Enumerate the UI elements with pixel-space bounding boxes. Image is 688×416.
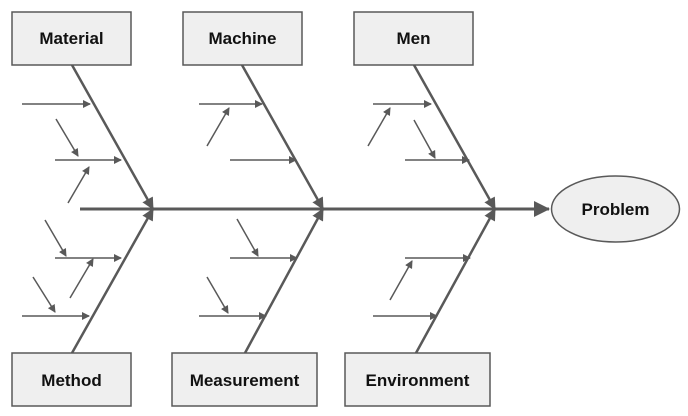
bone-men xyxy=(412,64,497,210)
subcauses-measurement xyxy=(199,218,298,320)
bone-machine xyxy=(240,64,325,210)
category-label: Men xyxy=(397,29,431,48)
category-box-method: Method xyxy=(11,352,132,407)
bone-method xyxy=(70,208,155,354)
subcauses-men xyxy=(367,100,470,164)
category-box-environment: Environment xyxy=(344,352,491,407)
bone-measurement xyxy=(243,208,325,354)
category-label: Material xyxy=(39,29,103,48)
category-box-men: Men xyxy=(353,11,474,66)
category-label: Method xyxy=(41,371,101,390)
subcauses-machine xyxy=(199,100,297,164)
subcauses-environment xyxy=(373,254,471,320)
subcauses-material xyxy=(22,100,122,204)
effect-label: Problem xyxy=(581,200,649,219)
category-box-machine: Machine xyxy=(182,11,303,66)
category-box-material: Material xyxy=(11,11,132,66)
category-label: Measurement xyxy=(190,371,300,390)
subcauses-method xyxy=(22,219,122,320)
category-box-measurement: Measurement xyxy=(171,352,318,407)
effect-ellipse: Problem xyxy=(550,175,681,243)
bone-environment xyxy=(414,208,497,354)
category-label: Machine xyxy=(208,29,276,48)
bone-material xyxy=(70,64,155,210)
category-label: Environment xyxy=(366,371,470,390)
